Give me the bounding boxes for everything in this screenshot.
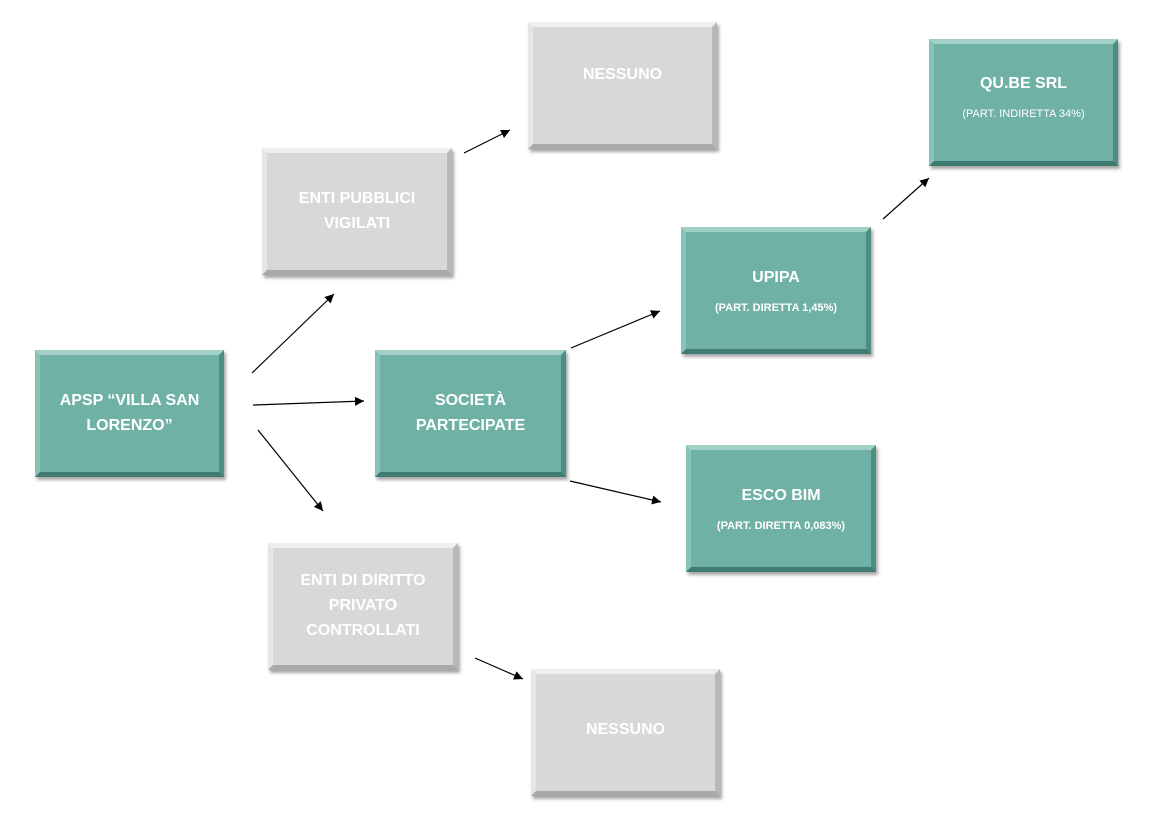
node-qube-srl: QU.BE SRL (PART. INDIRETTA 34%): [929, 39, 1118, 166]
node-nessuno-top-title: NESSUNO: [582, 66, 663, 84]
node-nessuno-bottom-title: NESSUNO: [585, 721, 666, 739]
node-nessuno-bottom: NESSUNO: [531, 669, 720, 796]
node-societa-partecipate-title: SOCIETÀ PARTECIPATE: [415, 391, 526, 434]
node-enti-diritto-privato: ENTI DI DIRITTO PRIVATO CONTROLLATI: [268, 543, 458, 670]
node-esco-bim-title: ESCO BIM: [741, 486, 821, 504]
node-enti-pubblici-vigilati-title: ENTI PUBBLICI VIGILATI: [298, 189, 416, 232]
node-upipa-title: UPIPA: [752, 268, 800, 286]
node-nessuno-top: NESSUNO: [528, 22, 717, 149]
node-esco-bim: ESCO BIM (PART. DIRETTA 0,083%): [686, 445, 876, 572]
arrow-upipa-to-qube: [882, 177, 930, 220]
arrow-societa-to-upipa: [570, 310, 661, 349]
arrow-societa-to-esco: [569, 480, 662, 505]
node-esco-bim-detail: (PART. DIRETTA 0,083%): [716, 520, 846, 533]
node-qube-srl-detail: (PART. INDIRETTA 34%): [962, 108, 1085, 121]
node-societa-partecipate: SOCIETÀ PARTECIPATE: [375, 350, 566, 477]
arrow-apsp-to-enti-pubblici: [251, 293, 335, 374]
arrow-apsp-to-societa: [252, 396, 365, 406]
arrow-enti-privati-to-nessuno: [474, 657, 524, 680]
node-enti-pubblici-vigilati: ENTI PUBBLICI VIGILATI: [262, 148, 452, 275]
node-qube-srl-title: QU.BE SRL: [979, 74, 1068, 92]
node-enti-diritto-privato-title: ENTI DI DIRITTO PRIVATO CONTROLLATI: [300, 572, 426, 639]
node-upipa: UPIPA (PART. DIRETTA 1,45%): [681, 227, 871, 354]
node-upipa-detail: (PART. DIRETTA 1,45%): [714, 302, 838, 315]
node-apsp-title: APSP “VILLA SAN LORENZO”: [59, 391, 200, 434]
arrow-enti-pubblici-to-nessuno: [463, 129, 511, 154]
arrow-apsp-to-enti-privati: [257, 429, 324, 512]
node-apsp: APSP “VILLA SAN LORENZO”: [35, 350, 224, 477]
